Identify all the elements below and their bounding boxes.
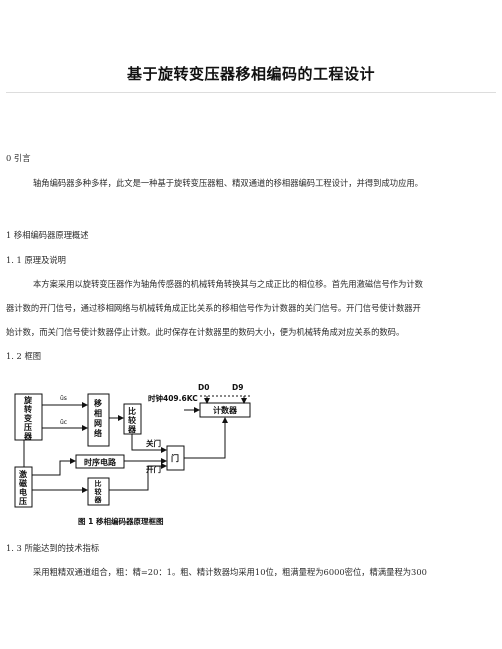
- section-1-2-heading: 1. 2 框图: [6, 351, 42, 361]
- resolver-label-1: 旋: [23, 395, 33, 405]
- resolver-label-5: 器: [23, 432, 33, 441]
- comparator-bottom-label-1: 比: [95, 479, 102, 488]
- comparator-bottom-label-3: 器: [94, 495, 103, 504]
- phase-label-2: 相: [94, 408, 102, 418]
- phase-network-block: [87, 393, 110, 447]
- comparator-top-label-1: 比: [128, 406, 136, 416]
- section-0-paragraph: 轴角编码器多种多样，此文是一种基于旋转变压器粗、精双通道的移相器编码工程设计，并…: [33, 178, 423, 188]
- phase-label-1: 移: [94, 398, 102, 408]
- resolver-label-4: 压: [24, 423, 32, 432]
- open-gate-label: 开门: [146, 464, 161, 474]
- counter-label: 计数器: [213, 405, 238, 415]
- d9-label: D9: [232, 383, 243, 392]
- excitation-label-1: 激: [19, 469, 27, 479]
- comparator-top-label-2: 较: [128, 415, 136, 425]
- section-1-1-line-3: 始计数，而关门信号使计数器停止计数。此时保存在计数器里的数码大小，便为机械转角成…: [6, 327, 405, 337]
- page-title: 基于旋转变压器移相编码的工程设计: [126, 65, 375, 83]
- section-1-1-line-2: 器计数的开门信号，通过移相网络与机械转角成正比关系的移相信号作为计数器的关门信号…: [6, 303, 421, 313]
- gate-label: 门: [171, 453, 179, 463]
- figure-caption: 图 1 移相编码器原理框图: [78, 516, 164, 526]
- d0-label: D0: [198, 383, 209, 392]
- section-1-3-line-1: 采用粗精双通道组合，粗：精=20：1。粗、精计数器均采用10位，粗满量程为600…: [33, 567, 427, 577]
- excitation-label-2: 磁: [19, 478, 27, 488]
- section-1-1-heading: 1. 1 原理及说明: [6, 255, 66, 265]
- resolver-label-2: 转: [24, 404, 32, 414]
- section-1-1-line-1: 本方案采用以旋转变压器作为轴角传感器的机械转角转换其与之成正比的相位移。首先用激…: [33, 279, 423, 289]
- phase-label-4: 络: [94, 428, 102, 438]
- excitation-label-3: 电: [19, 487, 27, 497]
- section-1-heading: 1 移相编码器原理概述: [6, 230, 89, 240]
- clock-label: 时钟409.6KC: [148, 393, 198, 403]
- resolver-block: [14, 393, 43, 441]
- resolver-label-3: 变: [24, 413, 32, 423]
- title-divider: [6, 92, 496, 93]
- us-label: ũs: [60, 395, 67, 402]
- excitation-label-4: 压: [19, 497, 27, 506]
- comparator-bottom-block: [87, 477, 110, 506]
- timing-label: 时序电路: [84, 457, 117, 467]
- close-gate-label: 关门: [146, 438, 161, 448]
- section-0-heading: 0 引言: [6, 153, 31, 163]
- section-1-3-heading: 1. 3 所能达到的技术指标: [6, 543, 100, 553]
- comparator-top-label-3: 器: [127, 425, 137, 434]
- comparator-bottom-label-2: 较: [95, 487, 103, 496]
- phase-label-3: 网: [94, 419, 102, 428]
- uc-label: ũc: [60, 419, 67, 426]
